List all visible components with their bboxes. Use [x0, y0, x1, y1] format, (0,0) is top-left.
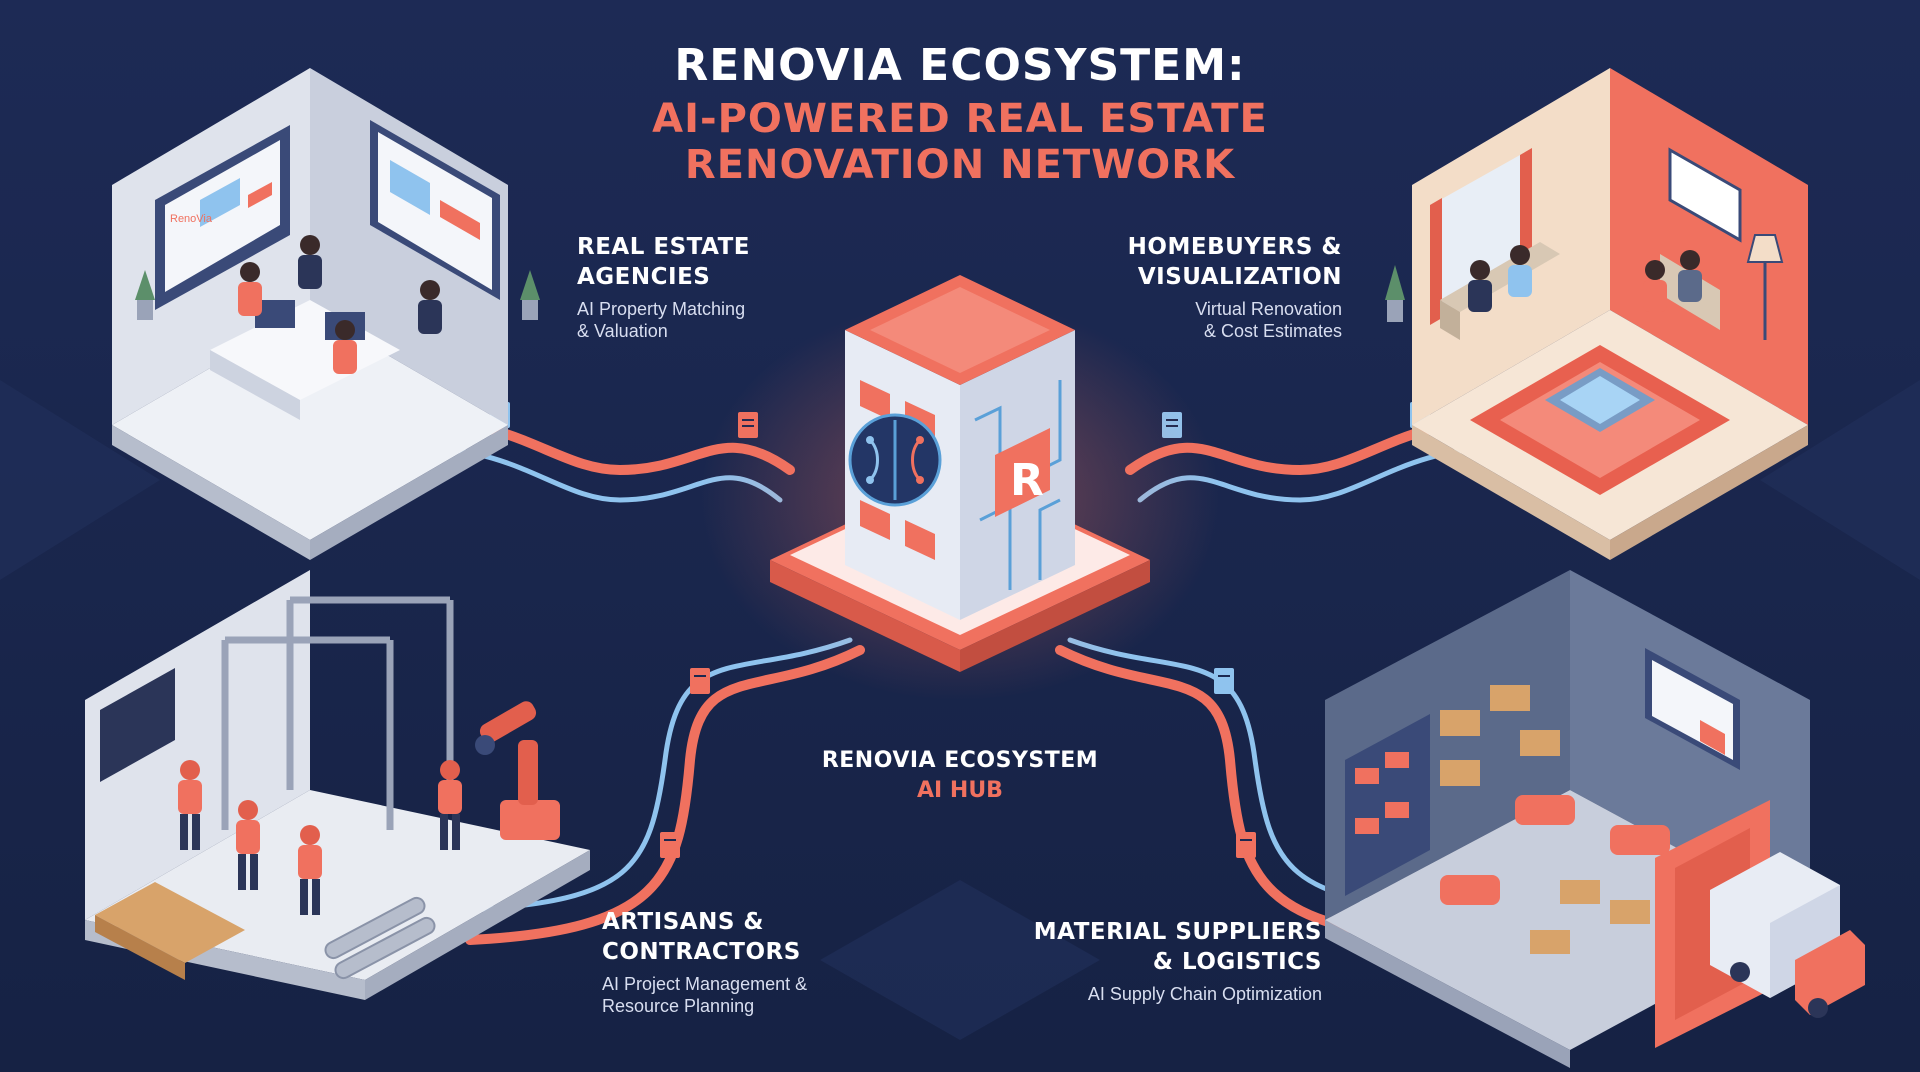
person — [1468, 260, 1492, 312]
agencies-sub-1: AI Property Matching — [577, 299, 746, 319]
person — [298, 825, 322, 915]
monitor-icon — [155, 125, 290, 310]
plant-icon — [135, 270, 540, 320]
suppliers-label: MATERIAL SUPPLIERS & LOGISTICS AI Supply… — [960, 917, 1322, 1005]
suppliers-room — [1325, 570, 1865, 1068]
person — [298, 235, 322, 289]
document-icon — [660, 832, 680, 858]
artisans-room — [85, 570, 590, 1000]
monitor-icon — [370, 120, 500, 300]
artisans-sub-2: Resource Planning — [602, 996, 755, 1016]
person — [238, 262, 262, 316]
document-icon — [1236, 832, 1256, 858]
agencies-title-2: AGENCIES — [577, 264, 711, 290]
plant-icon — [1385, 265, 1405, 322]
background-diamonds — [0, 380, 1920, 1040]
pipes-icon — [324, 896, 436, 980]
lamp-icon — [1746, 234, 1784, 340]
artisans-sub-1: AI Project Management & — [602, 974, 808, 994]
suppliers-title-2: & LOGISTICS — [1152, 949, 1322, 975]
homebuyers-sub-2: & Cost Estimates — [1203, 321, 1342, 341]
person — [1643, 260, 1667, 312]
homebuyers-room — [1385, 68, 1808, 560]
agencies-title-1: REAL ESTATE — [577, 234, 750, 260]
hub-logo-letter: R — [1010, 455, 1044, 506]
person — [1508, 245, 1532, 297]
flow-artisans-blue — [467, 637, 853, 913]
title-line1: RENOVIA ECOSYSTEM: — [674, 40, 1246, 91]
title-line2: AI-POWERED REAL ESTATE — [652, 96, 1268, 142]
person — [178, 760, 202, 850]
homebuyers-title-2: VISUALIZATION — [1137, 264, 1342, 290]
ai-hub: R — [700, 275, 1220, 700]
suppliers-sub-1: AI Supply Chain Optimization — [1087, 984, 1322, 1004]
hub-subtitle: AI HUB — [917, 778, 1003, 803]
flow-artisans-coral — [465, 645, 865, 945]
homebuyers-label: HOMEBUYERS & VISUALIZATION Virtual Renov… — [1042, 232, 1342, 342]
homebuyers-title-1: HOMEBUYERS & — [1127, 234, 1342, 260]
document-icon — [690, 668, 710, 694]
lumber-icon — [95, 882, 245, 980]
agencies-screen-logo: RenoVia — [170, 213, 213, 225]
shelf-icon — [1345, 685, 1560, 896]
document-icon — [1214, 668, 1234, 694]
artisans-label: ARTISANS & CONTRACTORS AI Project Manage… — [602, 907, 807, 1017]
artisans-title-2: CONTRACTORS — [602, 939, 801, 965]
person — [236, 800, 260, 890]
truck-icon — [1710, 852, 1865, 1018]
person — [418, 280, 442, 334]
robot-arm-icon — [475, 701, 560, 840]
monitor-icon — [1645, 648, 1740, 770]
agencies-label: REAL ESTATE AGENCIES AI Property Matchin… — [577, 232, 750, 342]
person — [438, 760, 462, 850]
person — [333, 320, 357, 374]
flow-suppliers-coral — [1055, 645, 1455, 945]
brain-icon — [848, 413, 942, 507]
agencies-sub-2: & Valuation — [577, 321, 668, 341]
suppliers-title-1: MATERIAL SUPPLIERS — [1033, 919, 1322, 945]
homebuyers-sub-1: Virtual Renovation — [1195, 299, 1342, 319]
hub-logo-tile — [995, 428, 1050, 517]
hub-title: RENOVIA ECOSYSTEM — [821, 748, 1099, 773]
artisans-title-1: ARTISANS & — [602, 909, 764, 935]
agencies-room: RenoVia — [112, 68, 540, 560]
person — [1678, 250, 1702, 302]
title-line3: RENOVATION NETWORK — [684, 142, 1236, 188]
